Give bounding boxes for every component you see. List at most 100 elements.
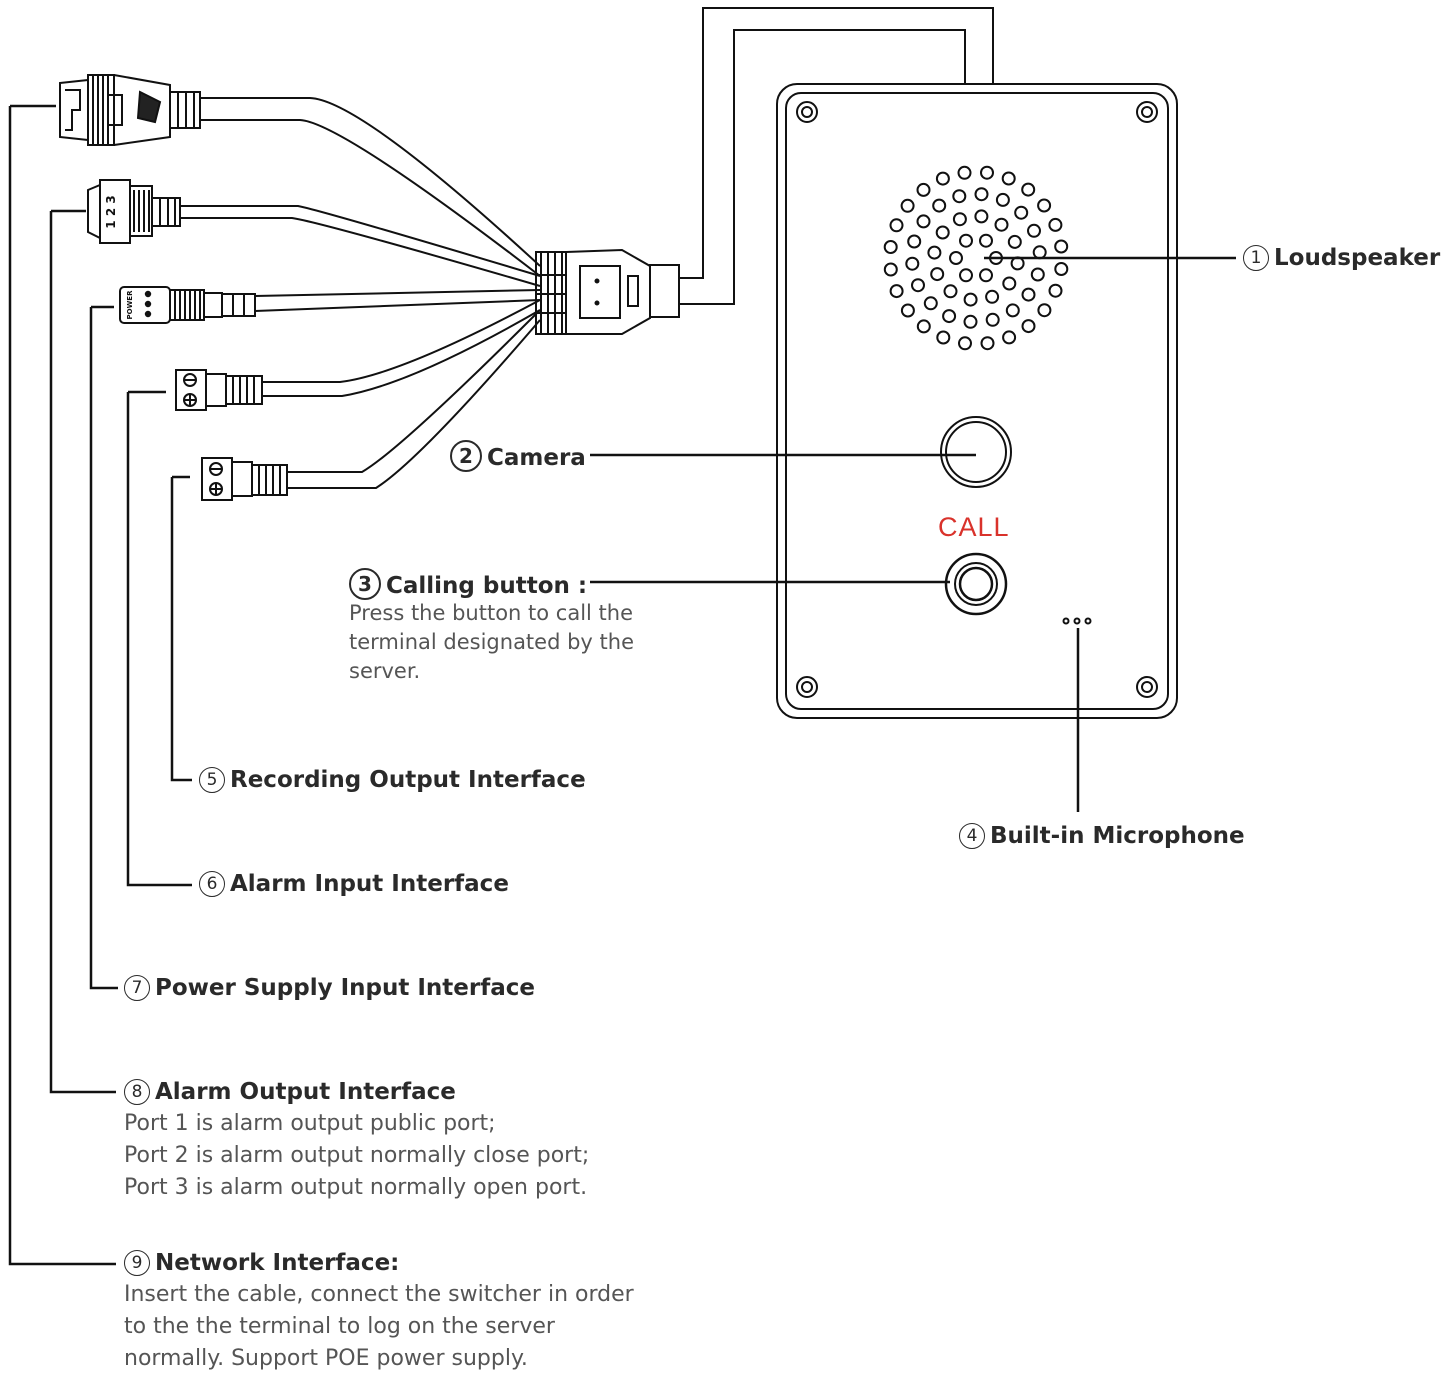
grille-hole [1037, 303, 1052, 318]
grille-hole [905, 256, 920, 271]
grille-hole [1037, 198, 1052, 213]
grille-hole [1021, 182, 1036, 197]
grille-hole [963, 314, 978, 329]
network-description: Insert the cable, connect the switcher i… [124, 1279, 634, 1375]
call-button-core [958, 566, 994, 602]
description-line: Port 1 is alarm output public port; [124, 1111, 496, 1136]
label-text: Power Supply Input Interface [155, 975, 536, 1001]
fanout-cables [180, 97, 541, 489]
camera-lens-outer [940, 416, 1012, 488]
number-badge: 5 [199, 767, 225, 793]
description-line: terminal designated by the [349, 630, 634, 654]
grille-hole [883, 262, 898, 277]
grille-hole [952, 189, 967, 204]
grille-hole [935, 171, 950, 186]
grille-hole [994, 217, 1009, 232]
number-badge: 8 [124, 1079, 150, 1105]
call-label: CALL [938, 512, 1010, 542]
grille-hole [889, 218, 904, 233]
grille-hole [952, 212, 967, 227]
grille-hole [963, 292, 978, 307]
grille-hole [916, 214, 931, 229]
grille-hole [1002, 276, 1017, 291]
speaker-grille [883, 165, 1069, 351]
grille-hole [907, 234, 922, 249]
alarm-output-description: Port 1 is alarm output public port; Port… [124, 1108, 589, 1204]
grille-hole [936, 330, 951, 345]
alarm-output-connector [87, 179, 181, 244]
call-button[interactable] [944, 552, 1008, 616]
description-line: Press the button to call the [349, 601, 634, 625]
grille-hole [1021, 287, 1036, 302]
description-line: Port 2 is alarm output normally close po… [124, 1143, 590, 1168]
power-connector [119, 286, 256, 324]
grille-hole [1005, 303, 1020, 318]
alarm-input-connector [175, 369, 263, 411]
alarm-output-pin-numbers: 1 2 3 [104, 195, 118, 228]
camera-lens-inner [945, 421, 1007, 483]
grille-hole [974, 209, 989, 224]
grille-hole [979, 268, 993, 283]
grille-hole [1048, 283, 1063, 298]
grille-hole [1054, 262, 1069, 276]
number-badge: 4 [959, 823, 985, 849]
grille-hole [1048, 217, 1063, 232]
number-badge: 7 [124, 975, 150, 1001]
grille-hole [942, 309, 957, 324]
description-line: server. [349, 659, 421, 683]
mounting-screws [796, 101, 1158, 698]
grille-hole [932, 198, 947, 213]
grille-hole [930, 267, 945, 282]
description-line: normally. Support POE power supply. [124, 1346, 528, 1371]
grille-hole [900, 198, 915, 213]
microphone-holes [1062, 617, 1092, 625]
grille-hole [959, 268, 973, 283]
label-text: Alarm Input Interface [230, 871, 509, 897]
grille-hole [995, 192, 1010, 207]
description-line: Insert the cable, connect the switcher i… [124, 1282, 634, 1307]
grille-hole [1001, 171, 1016, 186]
grille-hole [958, 336, 972, 351]
label-text: Network Interface: [155, 1250, 400, 1276]
leader-lines [8, 104, 1236, 1266]
grille-hole [985, 312, 1000, 327]
grille-hole [923, 296, 938, 311]
label-text: Recording Output Interface [230, 767, 586, 793]
recording-connector [201, 457, 288, 501]
grille-hole [900, 303, 915, 318]
grille-hole [935, 225, 950, 240]
label-text: Camera [487, 445, 586, 471]
grille-hole [916, 319, 931, 334]
device-cable-inner [679, 29, 966, 305]
label-text: Loudspeaker [1274, 245, 1441, 271]
description-line: Port 3 is alarm output normally open por… [124, 1175, 588, 1200]
number-badge: 6 [199, 871, 225, 897]
device-cable-outer [679, 7, 994, 279]
network-connector [59, 74, 201, 146]
number-badge: 9 [124, 1250, 150, 1276]
number-badge: 1 [1243, 245, 1269, 271]
number-badge: 3 [349, 568, 381, 600]
grille-hole [979, 233, 993, 248]
grille-hole [959, 233, 973, 248]
calling-button-description: Press the button to call the terminal de… [349, 599, 634, 686]
call-button-inner [954, 562, 998, 606]
grille-hole [980, 336, 995, 351]
grille-hole [1054, 239, 1069, 254]
grille-hole [1032, 245, 1047, 260]
grille-hole [943, 284, 958, 299]
number-badge: 2 [450, 440, 482, 472]
grille-hole [889, 284, 904, 299]
label-text: Alarm Output Interface [155, 1079, 456, 1105]
grille-hole [1007, 234, 1022, 249]
grille-hole [1014, 205, 1029, 220]
grille-hole [974, 187, 989, 202]
